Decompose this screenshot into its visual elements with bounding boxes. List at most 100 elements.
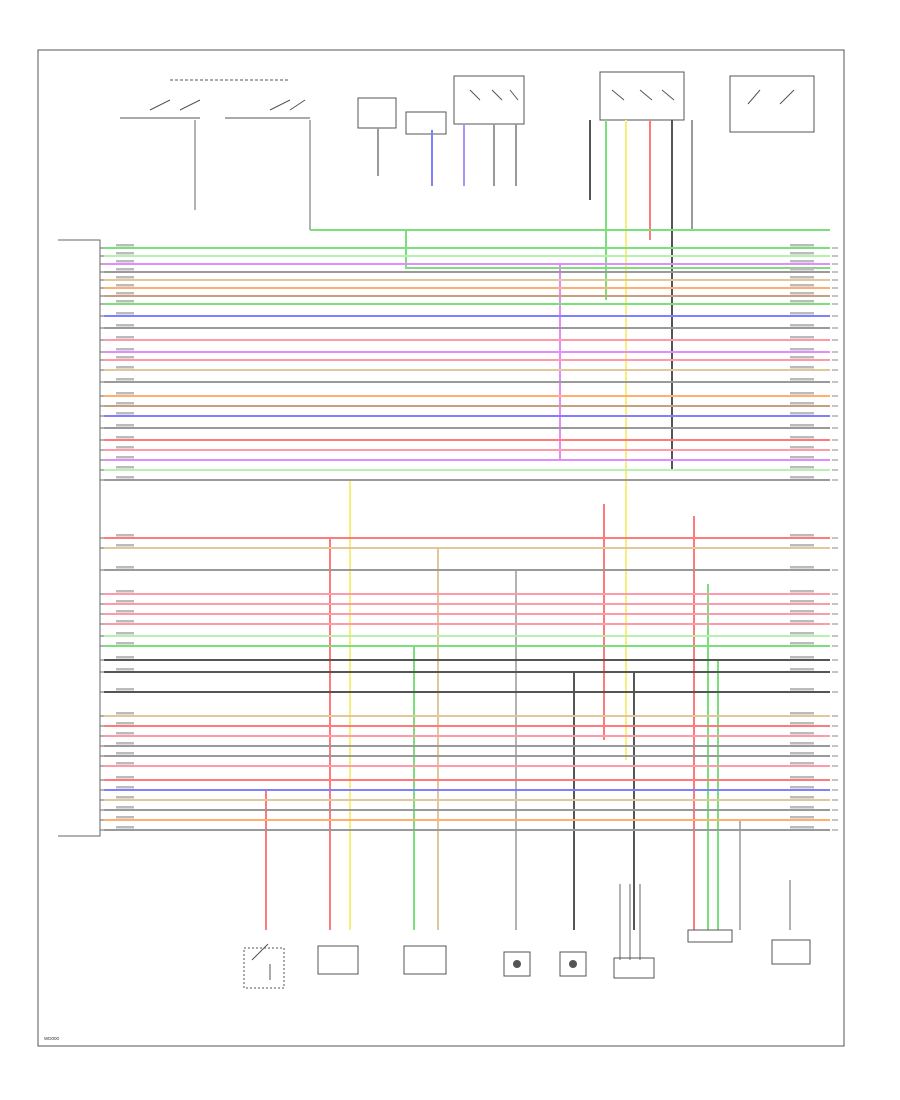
wire-color-mark-36 xyxy=(790,688,814,691)
wire-color-mark-6 xyxy=(790,284,814,287)
wire-color-mark-26 xyxy=(790,544,814,547)
pin-code-mark-38 xyxy=(116,722,134,725)
wire-color-mark-12 xyxy=(790,348,814,351)
crankshaft-position-sensor xyxy=(243,943,285,989)
pin-code-mark-40 xyxy=(116,742,134,745)
pin-code-mark-29 xyxy=(116,600,134,603)
wire-color-mark-18 xyxy=(790,412,814,415)
ignition-switch xyxy=(120,79,311,230)
wire-color-mark-11 xyxy=(790,336,814,339)
wire-color-mark-23 xyxy=(790,466,814,469)
pin-code-mark-20 xyxy=(116,436,134,439)
wire-color-mark-47 xyxy=(790,816,814,819)
pin-code-mark-35 xyxy=(116,668,134,671)
wire-color-mark-4 xyxy=(790,268,814,271)
wire-color-mark-2 xyxy=(790,252,814,255)
wire-color-mark-8 xyxy=(790,300,814,303)
camshaft-position-sensor xyxy=(317,945,359,975)
wire-color-mark-16 xyxy=(790,392,814,395)
oxygen-sensor-1 xyxy=(503,951,531,977)
pin-code-mark-22 xyxy=(116,456,134,459)
wire-color-mark-24 xyxy=(790,476,814,479)
wire-color-mark-32 xyxy=(790,632,814,635)
wire-color-mark-15 xyxy=(790,378,814,381)
pin-code-mark-32 xyxy=(116,632,134,635)
knock-sensor xyxy=(403,945,447,975)
pin-code-mark-15 xyxy=(116,378,134,381)
wire-color-mark-7 xyxy=(790,292,814,295)
upper-wire-harness xyxy=(100,247,838,481)
pin-code-mark-12 xyxy=(116,348,134,351)
wire-color-mark-40 xyxy=(790,742,814,745)
pin-code-mark-44 xyxy=(116,786,134,789)
pin-code-mark-25 xyxy=(116,534,134,537)
pin-code-mark-4 xyxy=(116,268,134,271)
rear-window-defogger-relay xyxy=(729,75,815,133)
a-t-relay xyxy=(599,71,685,121)
pin-code-mark-23 xyxy=(116,466,134,469)
pin-code-mark-8 xyxy=(116,300,134,303)
pin-code-mark-46 xyxy=(116,806,134,809)
wire-color-mark-5 xyxy=(790,276,814,279)
pin-code-mark-5 xyxy=(116,276,134,279)
pin-code-mark-31 xyxy=(116,620,134,623)
wire-color-mark-3 xyxy=(790,260,814,263)
pin-code-mark-34 xyxy=(116,656,134,659)
oxygen-sensor-2 xyxy=(559,951,587,977)
wire-color-mark-19 xyxy=(790,424,814,427)
pin-code-mark-6 xyxy=(116,284,134,287)
wire-color-mark-14 xyxy=(790,366,814,369)
pin-code-mark-37 xyxy=(116,712,134,715)
pin-code-mark-18 xyxy=(116,412,134,415)
wire-color-mark-44 xyxy=(790,786,814,789)
wire-color-mark-30 xyxy=(790,610,814,613)
wire-color-mark-39 xyxy=(790,732,814,735)
pin-code-mark-36 xyxy=(116,688,134,691)
pin-code-mark-45 xyxy=(116,796,134,799)
wire-color-mark-28 xyxy=(790,590,814,593)
wire-color-mark-27 xyxy=(790,566,814,569)
pin-code-mark-41 xyxy=(116,752,134,755)
ignition-coil xyxy=(405,111,447,135)
wire-color-mark-29 xyxy=(790,600,814,603)
pin-code-mark-27 xyxy=(116,566,134,569)
pin-code-mark-1 xyxy=(116,244,134,247)
wire-color-mark-42 xyxy=(790,762,814,765)
pin-code-mark-42 xyxy=(116,762,134,765)
egr-valve-sensor xyxy=(613,957,655,979)
pin-code-mark-43 xyxy=(116,776,134,779)
pin-code-mark-11 xyxy=(116,336,134,339)
wire-color-mark-13 xyxy=(790,356,814,359)
wire-color-mark-45 xyxy=(790,796,814,799)
main-relay xyxy=(453,75,525,125)
pin-code-mark-2 xyxy=(116,252,134,255)
diagram-frame xyxy=(37,49,845,1047)
pin-code-mark-3 xyxy=(116,260,134,263)
wire-color-mark-46 xyxy=(790,806,814,809)
wire-color-mark-33 xyxy=(790,642,814,645)
fuel-injector-group xyxy=(357,97,397,129)
pin-code-mark-30 xyxy=(116,610,134,613)
wire-color-mark-43 xyxy=(790,776,814,779)
pin-code-mark-7 xyxy=(116,292,134,295)
pin-code-mark-28 xyxy=(116,590,134,593)
pin-code-mark-19 xyxy=(116,424,134,427)
wire-color-mark-22 xyxy=(790,456,814,459)
pin-code-mark-14 xyxy=(116,366,134,369)
mass-airflow-sensor xyxy=(687,929,733,943)
pin-code-mark-47 xyxy=(116,816,134,819)
pin-code-mark-17 xyxy=(116,402,134,405)
pin-code-mark-13 xyxy=(116,356,134,359)
wire-color-mark-1 xyxy=(790,244,814,247)
wire-color-mark-41 xyxy=(790,752,814,755)
pin-code-mark-33 xyxy=(116,642,134,645)
wire-color-mark-10 xyxy=(790,324,814,327)
wire-color-mark-34 xyxy=(790,656,814,659)
pin-code-mark-16 xyxy=(116,392,134,395)
wire-color-mark-38 xyxy=(790,722,814,725)
pin-code-mark-21 xyxy=(116,446,134,449)
pin-code-mark-26 xyxy=(116,544,134,547)
pin-code-mark-9 xyxy=(116,312,134,315)
vehicle-speed-sensor xyxy=(771,939,811,965)
